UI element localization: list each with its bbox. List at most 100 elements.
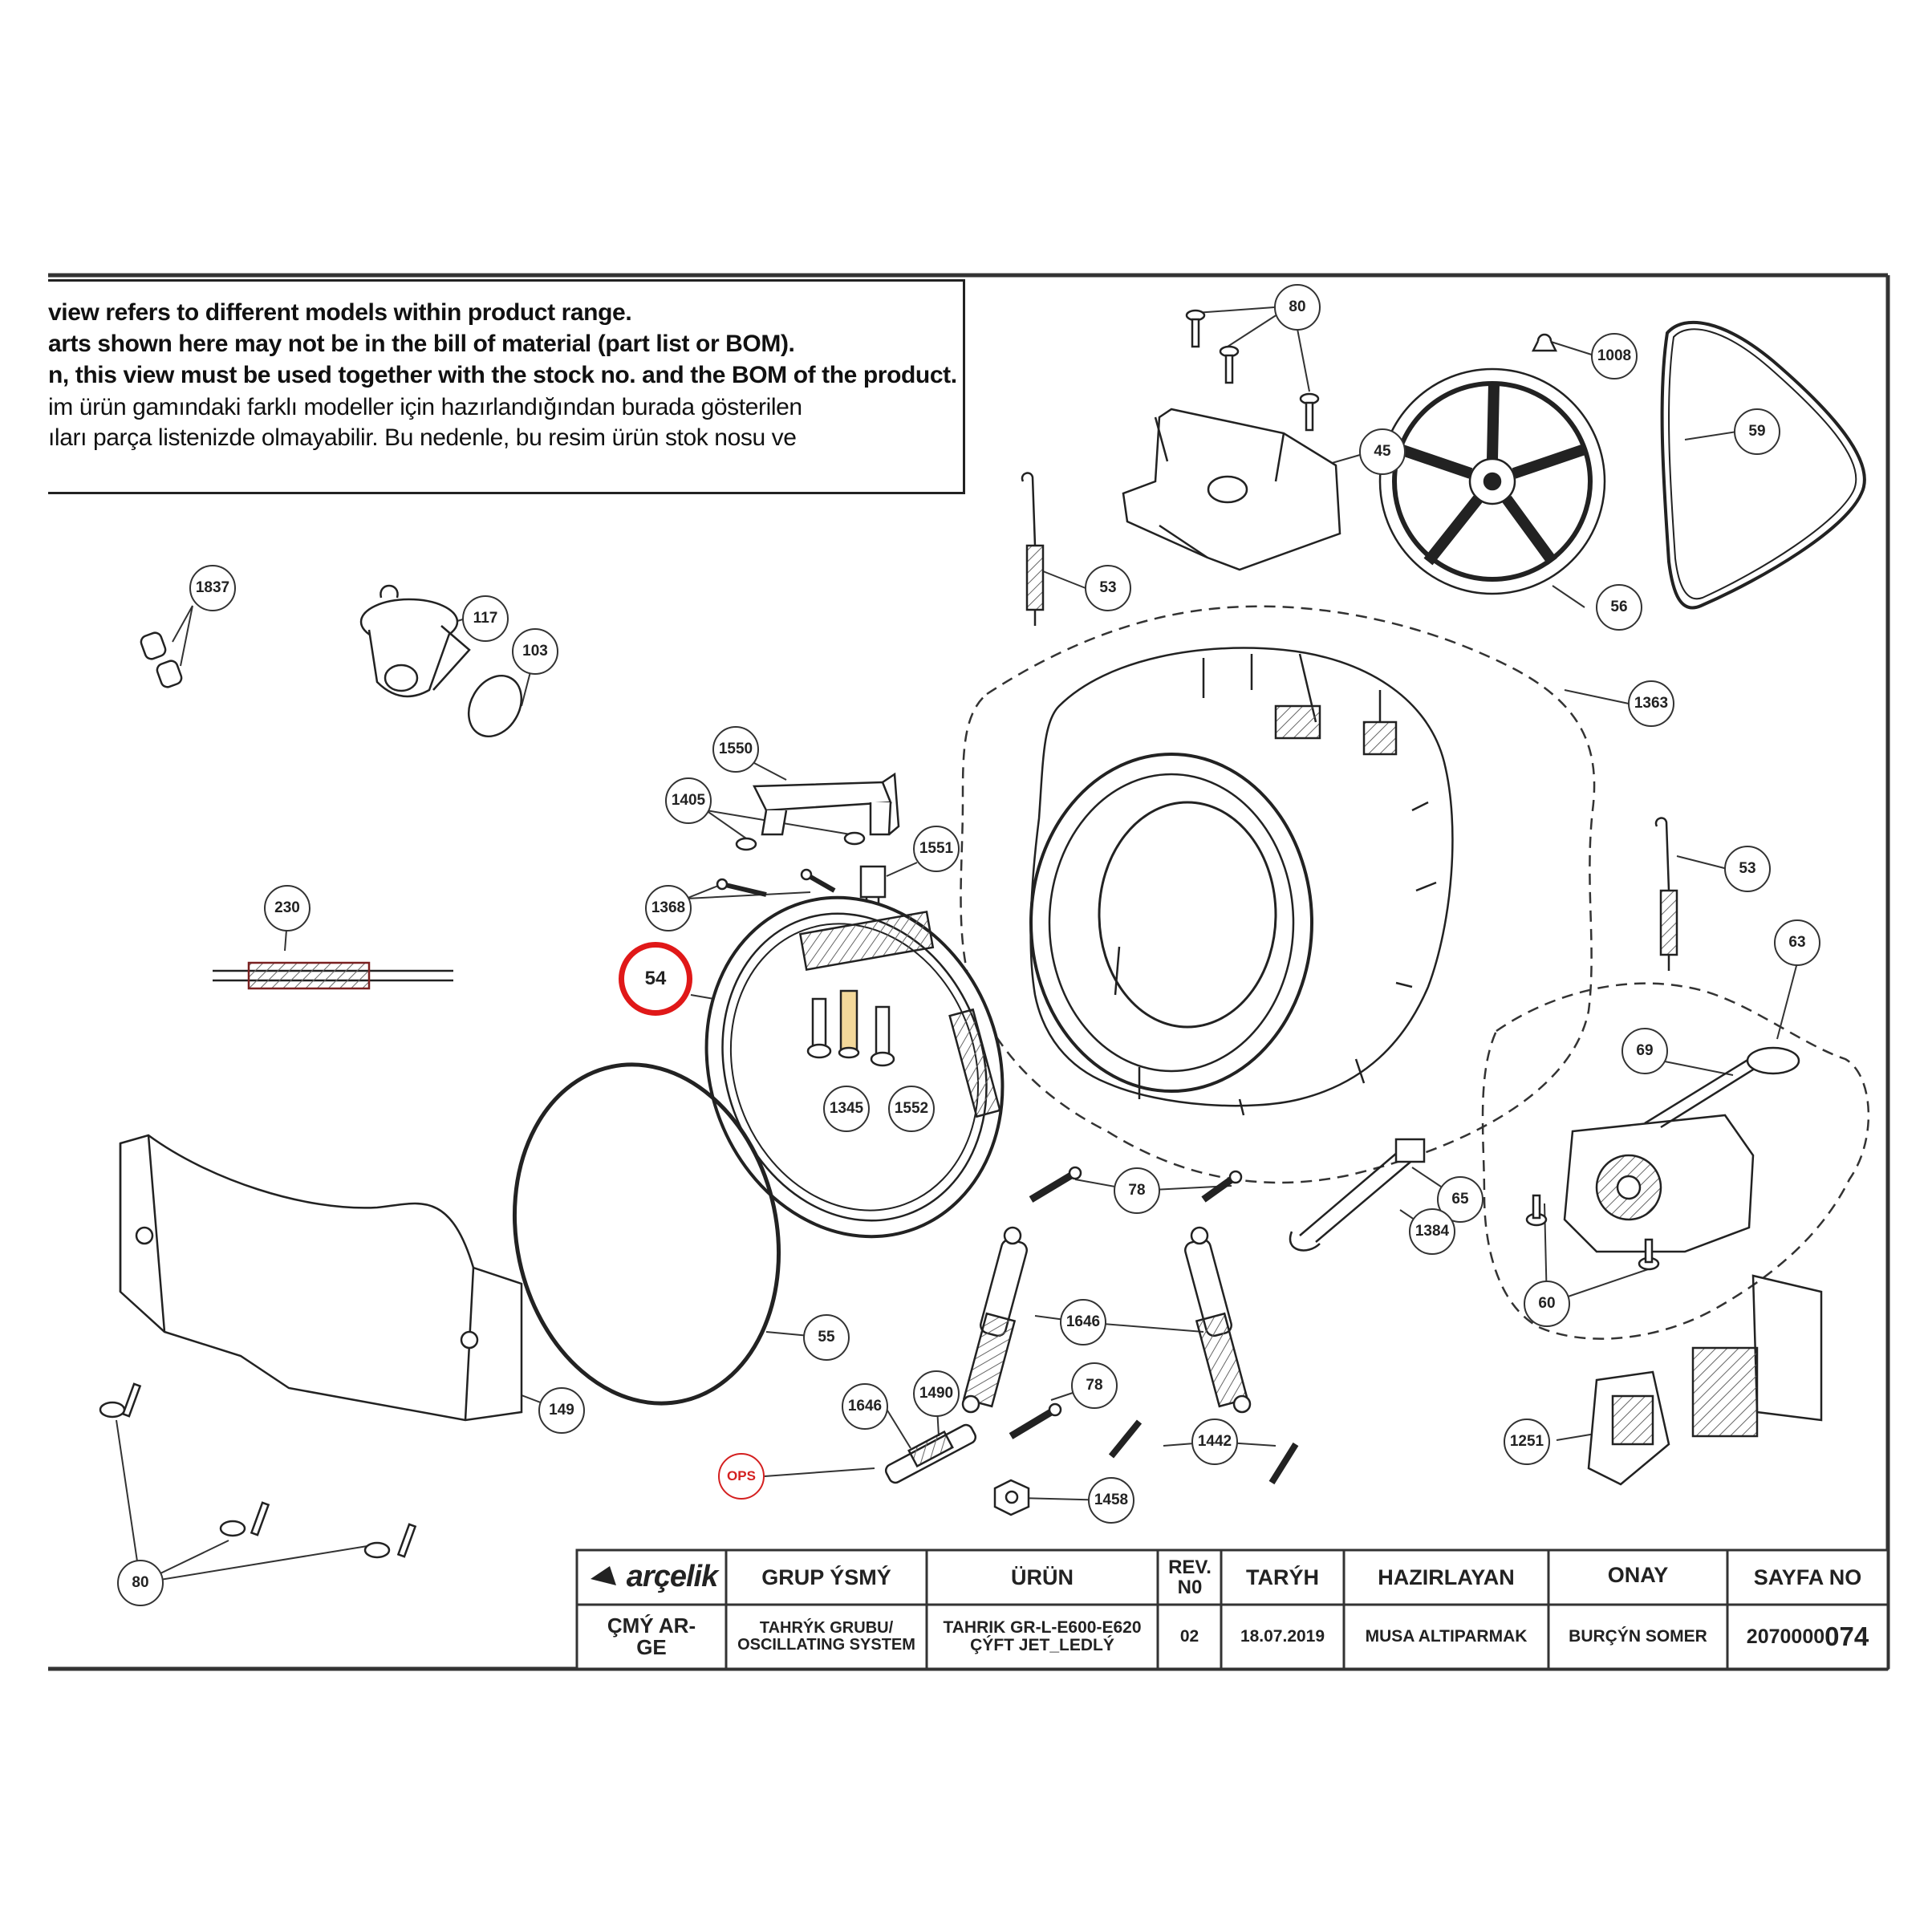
callout-60: 60 bbox=[1524, 1281, 1570, 1327]
screw-80-top-3 bbox=[1299, 392, 1320, 432]
callout-45: 45 bbox=[1359, 428, 1406, 475]
bracket-1550 bbox=[753, 772, 900, 836]
cap-1837-2 bbox=[156, 660, 183, 688]
callout-69: 69 bbox=[1622, 1028, 1668, 1074]
callout-63: 63 bbox=[1774, 919, 1820, 966]
header-approval: ONAY bbox=[1607, 1562, 1669, 1587]
callout-1458: 1458 bbox=[1088, 1477, 1134, 1524]
page-no-suffix: 074 bbox=[1824, 1621, 1869, 1651]
callout-1646-small: 1646 bbox=[842, 1383, 888, 1430]
screw-80-bottom-1 bbox=[99, 1382, 142, 1419]
approved-by-value: BURÇÝN SOMER bbox=[1569, 1626, 1707, 1646]
electronics-1251 bbox=[1587, 1274, 1823, 1486]
date-value: 18.07.2019 bbox=[1240, 1626, 1325, 1646]
pin-1405-1 bbox=[735, 837, 757, 851]
pin-1442-right bbox=[1268, 1442, 1299, 1485]
callout-149: 149 bbox=[538, 1387, 585, 1434]
spring-53-top bbox=[1021, 472, 1045, 626]
title-block-frame bbox=[575, 1548, 1889, 1670]
callout-1552: 1552 bbox=[888, 1086, 935, 1132]
parts bbox=[99, 309, 1866, 1559]
callout-1405: 1405 bbox=[665, 777, 712, 824]
callout-1345: 1345 bbox=[823, 1086, 870, 1132]
cap-1837-1 bbox=[140, 631, 167, 660]
header-prepared-by: HAZIRLAYAN bbox=[1378, 1565, 1515, 1589]
assembly-outlines bbox=[960, 605, 1869, 1340]
note-line-3: n, this view must be used together with … bbox=[48, 362, 957, 388]
callout-53-top: 53 bbox=[1085, 565, 1131, 611]
callout-53-right: 53 bbox=[1724, 846, 1771, 892]
gasket-ring-55 bbox=[512, 1062, 781, 1406]
damper-1646-right bbox=[1184, 1226, 1252, 1414]
department: ÇMÝ AR-GE bbox=[607, 1613, 696, 1659]
screw-80-bottom-2 bbox=[219, 1501, 270, 1537]
callout-117: 117 bbox=[462, 595, 509, 642]
heater-65 bbox=[1289, 1138, 1426, 1252]
callout-56: 56 bbox=[1596, 584, 1642, 631]
brand-logo: arçelik bbox=[626, 1560, 718, 1594]
note-line-1: view refers to different models within p… bbox=[48, 299, 632, 326]
screw-80-top-2 bbox=[1219, 345, 1240, 384]
callout-1551: 1551 bbox=[913, 826, 960, 872]
clip-1008 bbox=[1531, 333, 1558, 352]
callout-ops: OPS bbox=[718, 1453, 765, 1500]
bolt-1345-2 bbox=[870, 1005, 895, 1067]
header-page-no: SAYFA NO bbox=[1753, 1565, 1862, 1589]
screw-80-top-1 bbox=[1185, 309, 1206, 348]
sensor-1551 bbox=[859, 865, 887, 915]
note-line-2: arts shown here may not be in the bill o… bbox=[48, 331, 795, 357]
belt-59 bbox=[1660, 320, 1866, 610]
spring-53-right bbox=[1654, 817, 1678, 971]
pin-78-bottom bbox=[1009, 1402, 1062, 1439]
pin-1405-2 bbox=[843, 831, 866, 846]
note-line-5: ıları parça listenizde olmayabilir. Bu n… bbox=[48, 424, 797, 451]
tub-1363 bbox=[1029, 647, 1454, 1116]
rev-value: 02 bbox=[1179, 1626, 1199, 1646]
header-product: ÜRÜN bbox=[1011, 1565, 1074, 1589]
callout-1363: 1363 bbox=[1628, 680, 1674, 727]
page-no-prefix: 2070000 bbox=[1746, 1625, 1825, 1648]
bolt-1552 bbox=[838, 989, 860, 1059]
screw-60-1 bbox=[1525, 1194, 1548, 1227]
nut-1458 bbox=[993, 1479, 1030, 1516]
product-value: TAHRIK GR-L-E600-E620 ÇÝFT JET_LEDLÝ bbox=[943, 1617, 1142, 1654]
callout-1008: 1008 bbox=[1591, 333, 1638, 380]
screw-80-bottom-3 bbox=[363, 1523, 417, 1559]
motor-63 bbox=[1563, 1046, 1800, 1253]
header-date: TARÝH bbox=[1246, 1565, 1319, 1589]
callout-1837: 1837 bbox=[189, 565, 236, 611]
spring-230 bbox=[213, 961, 453, 990]
callout-1646-dampers: 1646 bbox=[1060, 1299, 1106, 1346]
pin-1368-2 bbox=[800, 868, 836, 893]
belt-59-inner bbox=[1668, 328, 1857, 600]
pulley-56 bbox=[1378, 367, 1606, 595]
callout-230: 230 bbox=[264, 885, 310, 932]
header-rev: REV. N0 bbox=[1168, 1556, 1212, 1598]
callout-103: 103 bbox=[512, 628, 558, 675]
callout-1384: 1384 bbox=[1409, 1208, 1455, 1255]
o-ring-103 bbox=[467, 675, 523, 737]
header-group-name: GRUP ÝSMÝ bbox=[761, 1565, 891, 1589]
screw-60-2 bbox=[1638, 1238, 1660, 1271]
callout-59: 59 bbox=[1734, 408, 1780, 455]
pin-78-left bbox=[1029, 1166, 1082, 1203]
pin-1368-1 bbox=[716, 878, 767, 897]
front-tub-54 bbox=[704, 895, 1005, 1239]
fitting-117 bbox=[359, 584, 471, 698]
callout-1251: 1251 bbox=[1504, 1419, 1550, 1465]
top-cover-45 bbox=[1122, 408, 1341, 571]
damper-1646-small bbox=[884, 1423, 977, 1484]
callout-80-bottom: 80 bbox=[117, 1560, 164, 1606]
damper-1646-left bbox=[961, 1226, 1028, 1414]
callout-78-upper: 78 bbox=[1114, 1167, 1160, 1214]
counterweight-149 bbox=[119, 1134, 523, 1422]
callout-1490: 1490 bbox=[913, 1370, 960, 1417]
callout-1442: 1442 bbox=[1191, 1419, 1238, 1465]
callout-54-highlighted: 54 bbox=[619, 942, 692, 1016]
bolt-1345-1 bbox=[806, 997, 832, 1059]
callout-78-lower: 78 bbox=[1071, 1362, 1118, 1409]
callout-55: 55 bbox=[803, 1314, 850, 1361]
callout-1368: 1368 bbox=[645, 885, 692, 932]
